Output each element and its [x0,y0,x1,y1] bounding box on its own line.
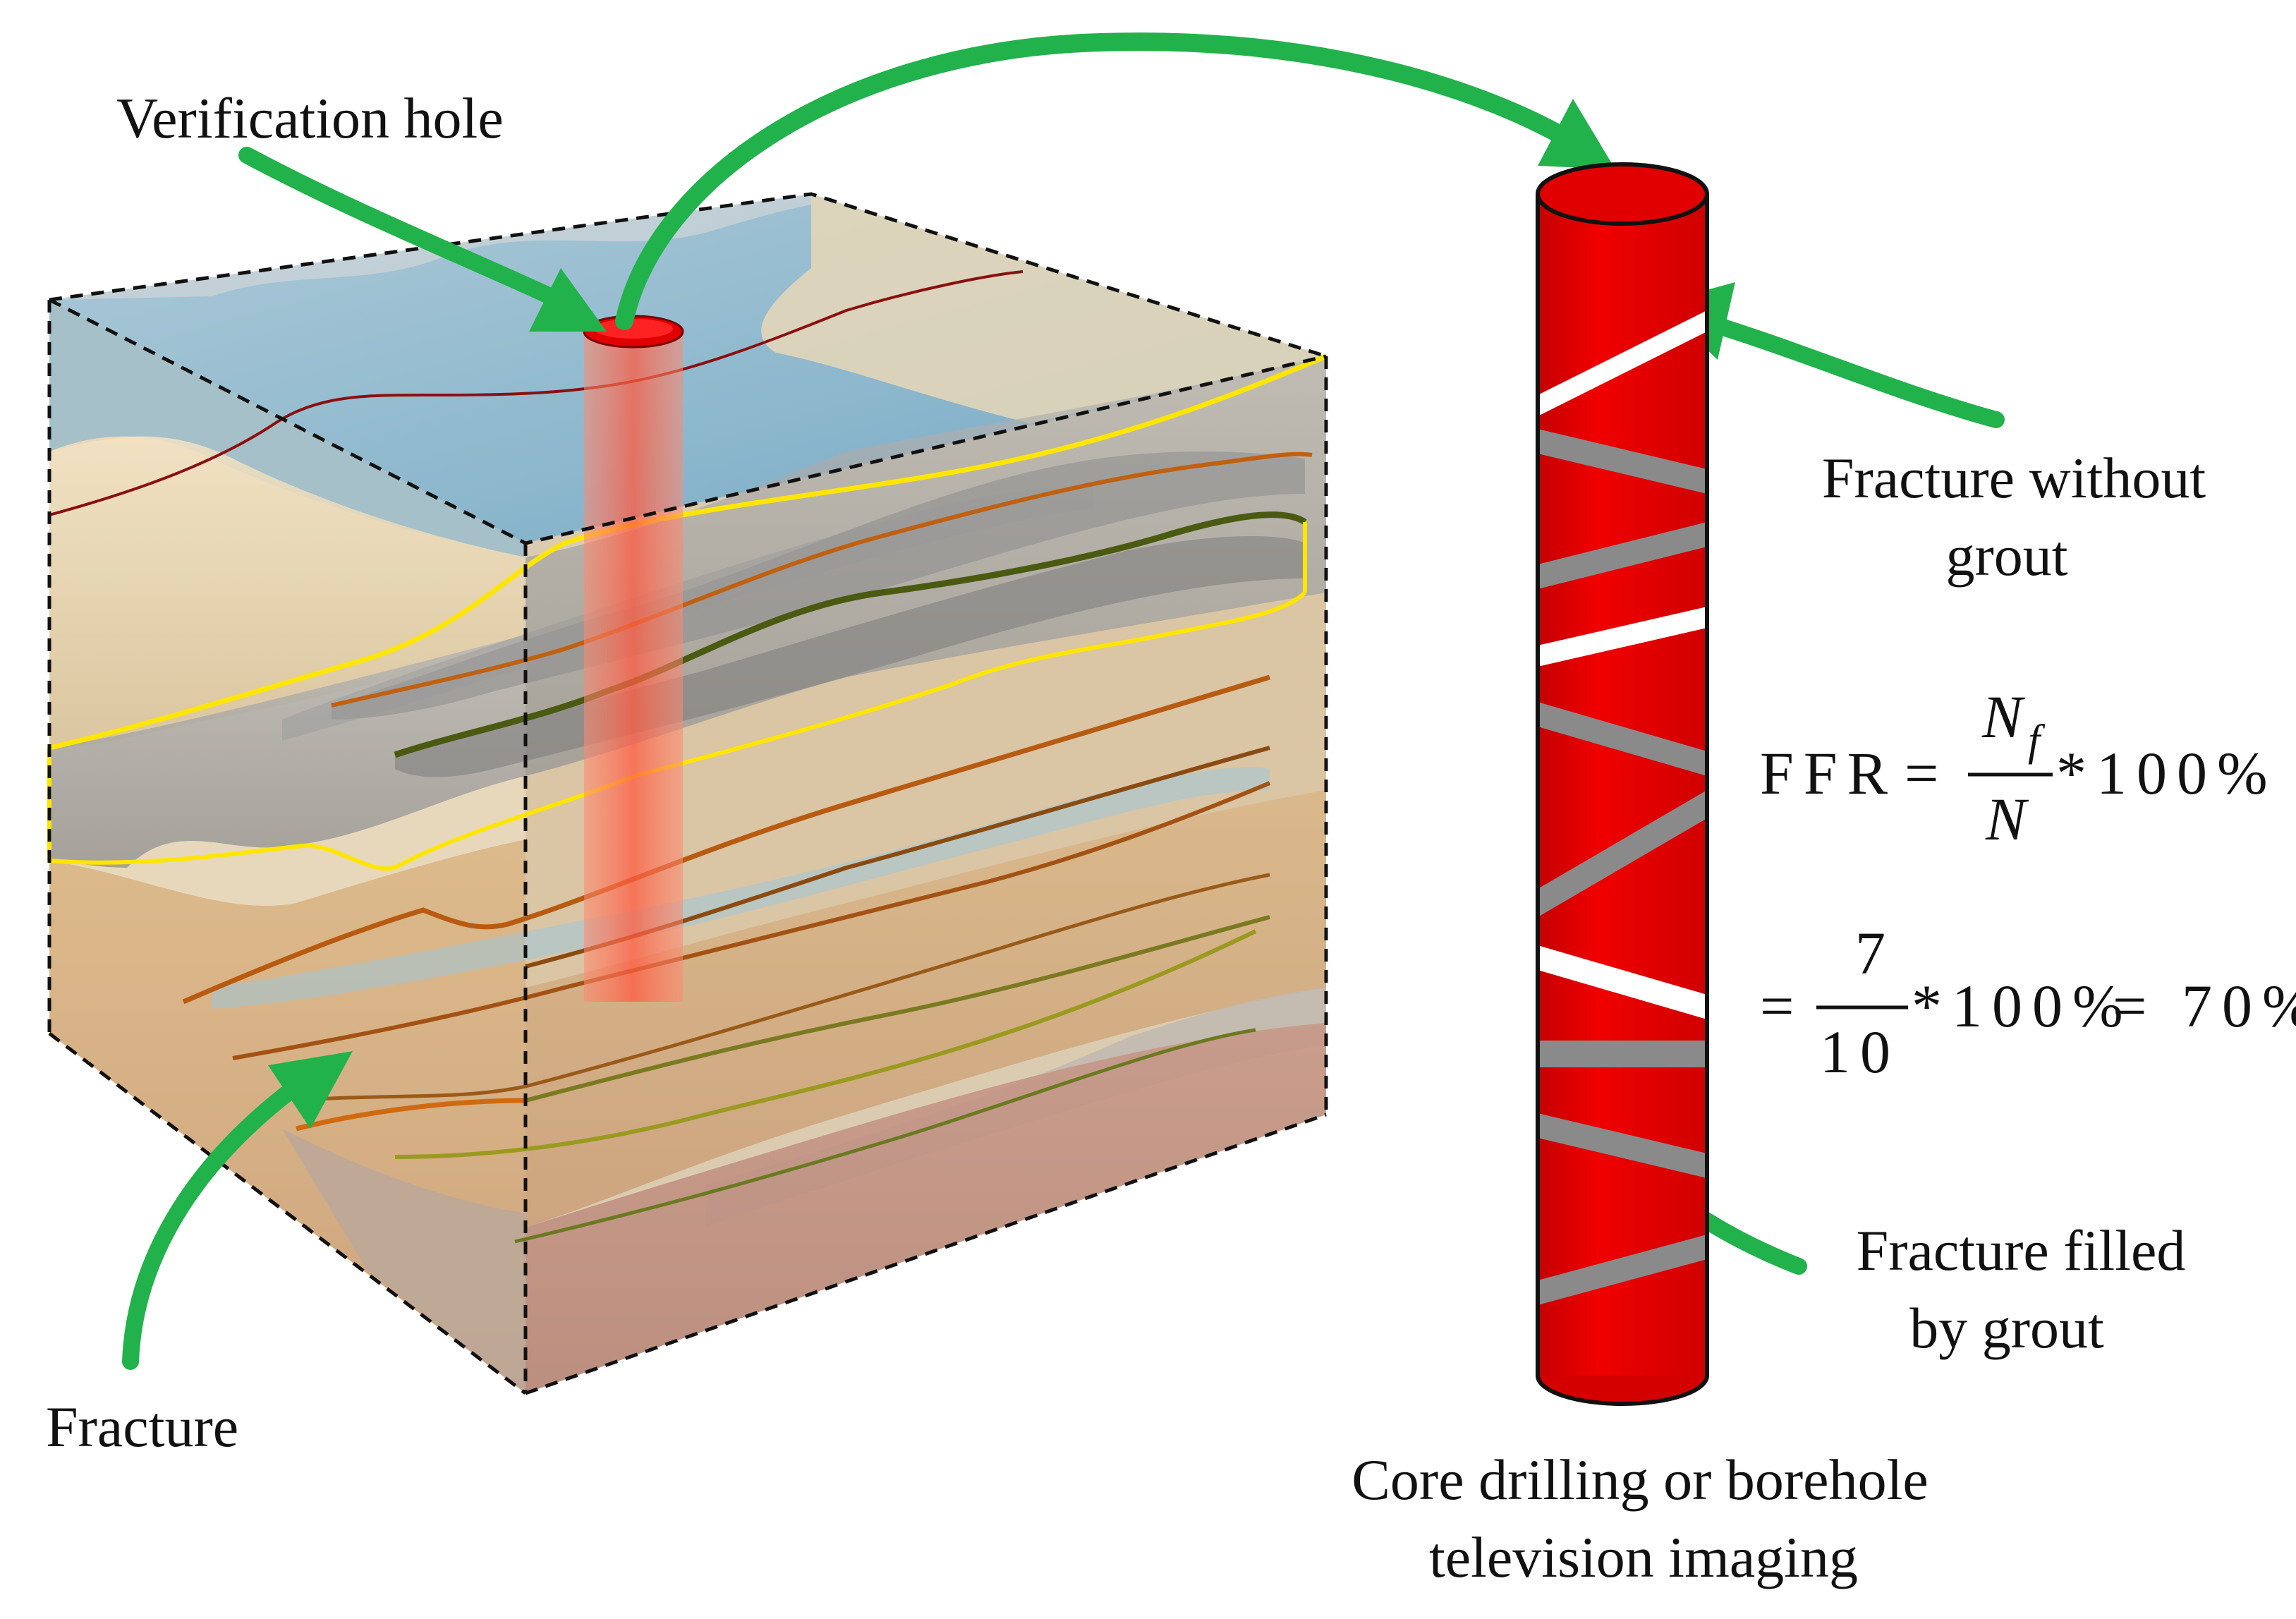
gray-fracture-sheet-1 [332,451,1305,720]
left-bottom-rock [282,1129,526,1393]
arrow-fracture-head [268,1051,353,1129]
formula-second-multiplier: *100% [1912,972,2133,1040]
fracture-line-brown-2 [296,873,1270,1103]
fracture-line-orange-3 [232,781,1271,1060]
arrow-hole-to-core-head [1538,99,1615,169]
label-fracture-without-grout-1: Fracture without [1822,446,2206,510]
arrow-hole-to-core-shaft [615,32,1568,330]
core-sample [1536,162,1709,1406]
grout-fracture-4 [1538,790,1707,917]
core-top-face [1536,162,1709,226]
fracture-line-olive-2 [394,929,1257,1159]
top-sand-patch [761,194,1326,423]
block-outline [47,192,1328,1395]
formula-fraction-numerator: 7 [1855,919,1885,987]
fracture-line-orange-1 [331,451,1313,708]
grout-fracture-2 [1538,522,1707,589]
verification-hole-pillar [584,332,683,1002]
formula-result: = 70% [2113,972,2296,1040]
right-deep-band [526,790,1326,1227]
right-bottom-band [526,1023,1326,1393]
open-fracture-3 [1538,945,1707,1019]
caption-line-1: Core drilling or borehole [1352,1448,1928,1512]
left-water-band [49,300,526,557]
arrow-no-grout-shaft [1706,316,2005,428]
gray-fracture-sheet-3 [282,487,1093,741]
formula-equals: = [1905,739,1939,807]
geological-block [47,192,1328,1395]
grout-fracture-1 [1538,429,1707,494]
label-fracture-filled-2: by grout [1909,1296,2104,1360]
connecting-arrows [122,32,2005,1370]
right-sand-band [526,593,1326,988]
label-fracture-filled-1: Fracture filled [1857,1218,2186,1283]
formula-lhs: FFR [1760,739,1897,807]
formula-second-equals: = [1760,972,1794,1040]
label-verification-hole: Verification hole [116,86,504,150]
open-fracture-1 [1538,310,1707,416]
fracture-line-olive-3 [514,1028,1256,1244]
grout-fracture-3 [1538,702,1707,776]
blue-seam [212,767,1270,1009]
core-bottom-edge [1536,1375,1709,1406]
grout-fracture-6 [1538,1113,1707,1178]
fracture-line-olive-1 [525,915,1270,1103]
label-fracture: Fracture [46,1395,238,1459]
caption-line-2: television imaging [1429,1525,1858,1589]
fracture-line-green-1 [394,511,1307,758]
ffr-formula: FFR = N f N *100% = 7 10 *100% = 70% [1760,683,2296,1086]
formula-numerator-subscript: f [2028,717,2046,765]
surface-boundary-line [49,270,1024,516]
open-fracture-2 [1538,607,1707,667]
fracture-line-orange-4 [296,1098,526,1132]
grout-fracture-7 [1538,1235,1707,1305]
formula-numerator: N [1981,683,2026,751]
arrow-verification-hole-head [529,268,607,332]
verification-hole-top-inner [594,319,673,339]
formula-multiplier: *100% [2056,739,2278,807]
label-fracture-without-grout-2: grout [1945,523,2067,588]
formula-denominator: N [1985,785,2029,853]
arrow-fracture-shaft [122,1078,305,1370]
formula-fraction-denominator: 10 [1820,1018,1900,1086]
arrow-verification-hole-shaft [238,147,559,305]
grout-fracture-5 [1538,1041,1707,1067]
